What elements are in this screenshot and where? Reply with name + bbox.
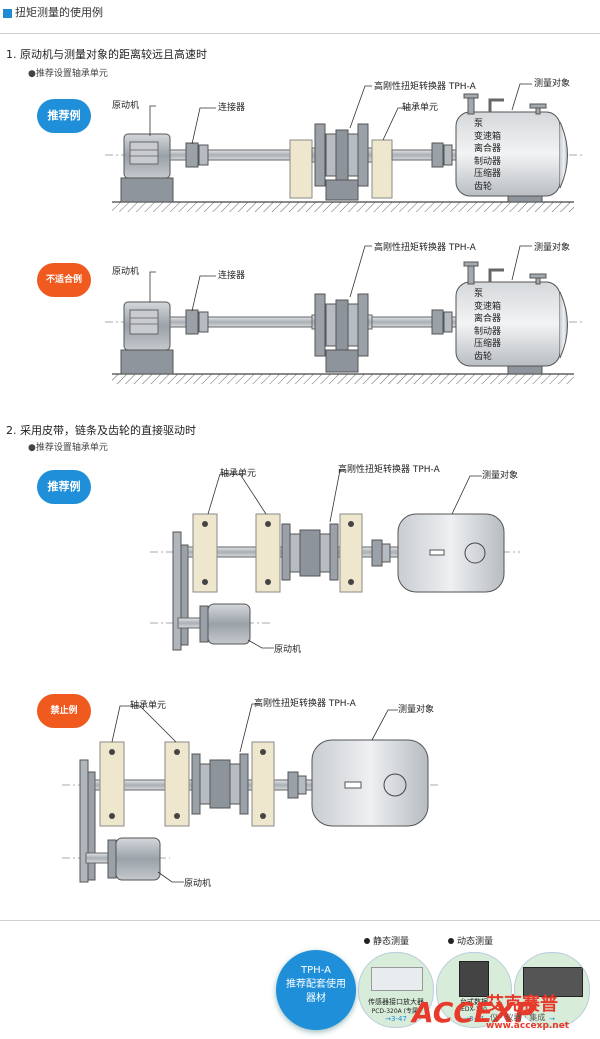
target-object-item: 齿轮 — [474, 351, 493, 362]
diagram-canvas — [62, 83, 585, 883]
watermark-url: www.accexp.net — [486, 1021, 570, 1031]
product-page-link[interactable]: →3-47 — [385, 1015, 407, 1023]
target-object-list-2: 泵 变速箱 离合器 制动器 压缩器 齿轮 — [474, 288, 501, 363]
target-object-item: 制动器 — [474, 326, 502, 337]
target-object-item: 泵 — [474, 289, 484, 299]
product-card-3[interactable]: → — [514, 952, 590, 1028]
watermark-logo: ACCEXP 艾克赛普 仪 · 仪器 · 集成 www.accexp.net — [412, 988, 600, 1038]
header-square-icon — [3, 9, 12, 18]
recorder-image — [459, 961, 489, 997]
label-target-3: 测量对象 — [482, 471, 519, 481]
section1-heading: 1. 原动机与测量对象的距离较远且高速时 — [6, 48, 207, 61]
target-object-item: 泵 — [474, 119, 484, 129]
static-measure-tag: 静态测量 — [364, 934, 409, 947]
label-motor-1: 原动机 — [112, 101, 140, 111]
target-object-item: 制动器 — [474, 156, 502, 167]
target-object-item: 变速箱 — [474, 131, 502, 142]
label-bearing-1: 轴承单元 — [402, 103, 439, 113]
section2-heading: 2. 采用皮带，链条及齿轮的直接驱动时 — [6, 424, 196, 437]
label-motor-4: 原动机 — [184, 879, 212, 889]
watermark-tagline: 仪 · 仪器 · 集成 — [490, 1013, 546, 1022]
label-motor-3: 原动机 — [274, 645, 302, 655]
label-coupling-1: 连接器 — [218, 103, 246, 113]
tph-line: 器材 — [306, 993, 326, 1004]
target-object-item: 离合器 — [474, 144, 502, 154]
label-target-4: 测量对象 — [398, 705, 435, 715]
page-title: 扭矩测量的使用例 — [15, 6, 103, 19]
label-transducer-4: 高刚性扭矩转换器 TPH-A — [254, 699, 356, 709]
target-object-item: 变速箱 — [474, 301, 502, 312]
dynamic-measure-tag: 动态测量 — [448, 934, 493, 947]
watermark-accexp: ACCEXP — [412, 996, 536, 1029]
label-bearing-3: 轴承单元 — [220, 469, 257, 479]
badge-forbidden: 禁止例 — [37, 694, 91, 728]
footer-divider — [0, 920, 600, 921]
target-object-list-1: 泵 变速箱 离合器 制动器 压缩器 齿轮 — [474, 118, 501, 193]
amplifier-image — [371, 967, 423, 991]
product-card-pcd320a[interactable]: 传感器接口放大器 PCD-320A (专属) →3-47 — [358, 952, 434, 1028]
page-header: 扭矩测量的使用例 — [0, 0, 600, 34]
tph-recommended-badge[interactable]: TPH-A 推荐配套使用 器材 — [276, 950, 356, 1030]
product-name: 台式数据 — [460, 998, 488, 1006]
label-transducer-1: 高刚性扭矩转换器 TPH-A — [374, 82, 476, 92]
tph-line: TPH-A — [301, 965, 331, 976]
target-object-item: 压缩器 — [474, 339, 502, 349]
product-model: EDX-100 — [461, 1006, 487, 1013]
diagram2-not-suitable — [105, 245, 585, 384]
product-name: 传感器接口放大器 — [368, 998, 424, 1006]
label-transducer-3: 高刚性扭矩转换器 TPH-A — [338, 465, 440, 475]
product-page-link[interactable]: → — [549, 1015, 555, 1023]
target-object-item: 压缩器 — [474, 169, 502, 179]
label-bearing-4: 轴承单元 — [130, 701, 167, 711]
section1-note: ●推荐设置轴承单元 — [28, 69, 108, 79]
label-motor-2: 原动机 — [112, 267, 140, 277]
badge-recommended-2: 推荐例 — [37, 470, 91, 504]
target-object-item: 离合器 — [474, 314, 502, 324]
product-model: PCD-320A (专属) — [371, 1008, 421, 1015]
instrument-image — [523, 967, 583, 997]
badge-recommended-1: 推荐例 — [37, 99, 91, 133]
tph-line: 推荐配套使用 — [286, 979, 346, 990]
header-divider — [0, 33, 600, 34]
diagram4-forbidden — [62, 703, 440, 883]
label-transducer-2: 高刚性扭矩转换器 TPH-A — [374, 243, 476, 253]
target-object-item: 齿轮 — [474, 181, 493, 192]
section2-note: ●推荐设置轴承单元 — [28, 443, 108, 453]
diagram3-recommended — [150, 469, 520, 651]
watermark-brand: 艾克赛普 — [486, 994, 558, 1015]
product-page-link[interactable]: →3-91 — [463, 1015, 485, 1023]
label-target-1: 测量对象 — [534, 79, 571, 89]
label-target-2: 测量对象 — [534, 243, 571, 253]
diagram1-recommended — [105, 83, 585, 212]
product-card-edx100[interactable]: 台式数据 EDX-100 →3-91 — [436, 952, 512, 1028]
badge-not-suitable: 不适合例 — [37, 263, 91, 297]
label-coupling-2: 连接器 — [218, 271, 246, 281]
